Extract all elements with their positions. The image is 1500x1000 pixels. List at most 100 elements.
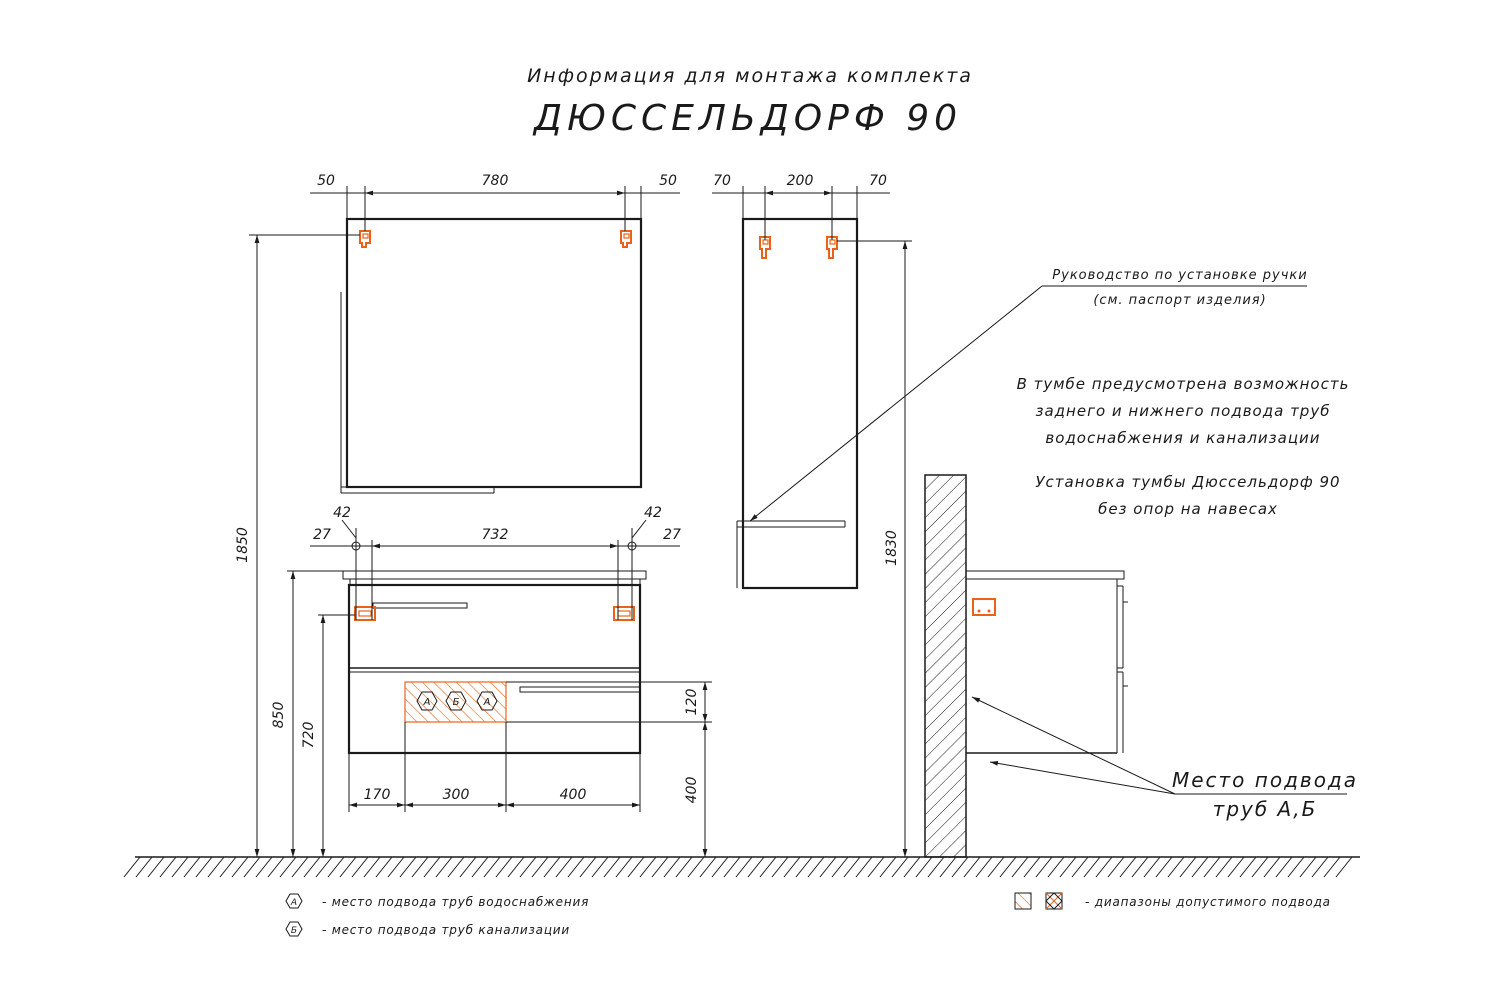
- floor-hatch-stroke: [1167, 856, 1185, 878]
- floor-hatch-stroke: [543, 856, 561, 878]
- floor-hatch-stroke: [1035, 856, 1053, 878]
- vanity-bottom-dimensions: 170 300 400: [348, 722, 641, 812]
- floor-hatch-stroke: [303, 856, 321, 878]
- floor-hatch-stroke: [1095, 856, 1113, 878]
- dim-mirror-width: 780: [482, 173, 509, 189]
- vanity-hanger-left-icon: [354, 606, 376, 621]
- dim-base-edge-right: 27: [663, 527, 681, 543]
- side-hanger-icon: [972, 598, 996, 616]
- floor-hatch-stroke: [951, 856, 969, 878]
- floor-hatch-stroke: [855, 856, 873, 878]
- dim-case-left: 70: [713, 173, 731, 189]
- tall-case: [736, 217, 859, 590]
- svg-text:А: А: [290, 898, 297, 908]
- handle-guide-note: Руководство по установке ручки (см. пасп…: [749, 268, 1307, 522]
- dim-mirror-left: 50: [317, 173, 335, 189]
- dim-bottom-400: 400: [560, 787, 587, 803]
- floor-hatch-stroke: [1335, 856, 1353, 878]
- floor-hatch-stroke: [867, 856, 885, 878]
- floor-hatch-stroke: [255, 856, 273, 878]
- floor-hatch-stroke: [1215, 856, 1233, 878]
- floor-hatch-stroke: [999, 856, 1017, 878]
- floor-hatch-stroke: [567, 856, 585, 878]
- floor-hatch-stroke: [963, 856, 981, 878]
- wall-section: [924, 474, 967, 858]
- floor-hatch-stroke: [327, 856, 345, 878]
- svg-text:А: А: [423, 697, 431, 708]
- legend-a: А - место подвода труб водоснабжения: [285, 893, 588, 909]
- floor-hatch-stroke: [399, 856, 417, 878]
- floor-hatch-stroke: [651, 856, 669, 878]
- svg-text:Место подвода: Место подвода: [1172, 768, 1358, 792]
- dim-height-total: 1850: [235, 527, 251, 563]
- svg-text:водоснабжения и канализации: водоснабжения и канализации: [1045, 429, 1320, 447]
- floor-hatch-stroke: [471, 856, 489, 878]
- floor-hatch-stroke: [699, 856, 717, 878]
- floor-hatch-stroke: [1131, 856, 1149, 878]
- pipe-place-note: Место подвода труб А,Б: [971, 696, 1358, 821]
- floor-hatch-stroke: [363, 856, 381, 878]
- dim-bottom-300: 300: [443, 787, 470, 803]
- floor-hatch-stroke: [1311, 856, 1329, 878]
- dim-case-right: 70: [869, 173, 887, 189]
- svg-text:Б: Б: [291, 926, 297, 936]
- floor-hatch-stroke: [447, 856, 465, 878]
- dim-height-case: 1830: [884, 530, 900, 566]
- floor-hatch-stroke: [1011, 856, 1029, 878]
- vanity-front: А Б А: [342, 570, 647, 755]
- pipe-zone: А Б А: [404, 681, 507, 723]
- floor-hatch-stroke: [351, 856, 369, 878]
- dim-mirror-right: 50: [659, 173, 677, 189]
- floor-hatch-stroke: [663, 856, 681, 878]
- floor-hatch-stroke: [819, 856, 837, 878]
- floor-hatch-stroke: [723, 856, 741, 878]
- svg-text:А: А: [483, 697, 491, 708]
- floor-hatch-stroke: [627, 856, 645, 878]
- floor-hatch-stroke: [1071, 856, 1089, 878]
- floor-hatch-stroke: [219, 856, 237, 878]
- mount-note: Установка тумбы Дюссельдорф 90 без опор …: [1035, 473, 1339, 518]
- pipe-height-dimensions: 120 400: [506, 681, 712, 857]
- svg-text:В тумбе предусмотрена возможно: В тумбе предусмотрена возможность: [1017, 375, 1350, 393]
- dim-bottom-170: 170: [364, 787, 391, 803]
- svg-text:(см. паспорт изделия): (см. паспорт изделия): [1093, 293, 1266, 308]
- dim-height-720: 720: [301, 722, 317, 749]
- floor-hatch-stroke: [1059, 856, 1077, 878]
- floor-hatch-stroke: [459, 856, 477, 878]
- floor-hatch-stroke: [375, 856, 393, 878]
- svg-text:без опор на навесах: без опор на навесах: [1098, 500, 1278, 518]
- floor-hatch-stroke: [171, 856, 189, 878]
- floor-hatch-stroke: [927, 856, 945, 878]
- floor-hatch-stroke: [1239, 856, 1257, 878]
- floor-hatch-stroke: [159, 856, 177, 878]
- floor-hatch-stroke: [807, 856, 825, 878]
- floor-hatch-stroke: [1191, 856, 1209, 878]
- floor-hatch-stroke: [1251, 856, 1269, 878]
- mirror-top-dimensions: 50 780 50: [310, 173, 680, 231]
- floor-hatch-stroke: [615, 856, 633, 878]
- floor-hatch-stroke: [603, 856, 621, 878]
- floor-hatch-stroke: [759, 856, 777, 878]
- floor-hatch-stroke: [891, 856, 909, 878]
- floor-hatch-stroke: [1275, 856, 1293, 878]
- floor-hatch-stroke: [1143, 856, 1161, 878]
- svg-text:- место подвода труб канализац: - место подвода труб канализации: [322, 923, 570, 937]
- floor-hatch-stroke: [507, 856, 525, 878]
- floor-hatch-stroke: [123, 856, 141, 878]
- floor-hatch-stroke: [183, 856, 201, 878]
- pipes-note: В тумбе предусмотрена возможность заднег…: [1017, 375, 1350, 447]
- dim-pipe-zone-height: 120: [684, 689, 700, 716]
- mirror-hanger-left-icon: [359, 230, 371, 248]
- floor-hatch-stroke: [639, 856, 657, 878]
- dim-base-offset-left: 42: [333, 505, 351, 521]
- floor-hatch-stroke: [411, 856, 429, 878]
- marker-b: Б: [445, 691, 467, 711]
- mirror: [340, 217, 643, 494]
- floor-hatch-stroke: [135, 856, 153, 878]
- floor-hatch-stroke: [1155, 856, 1173, 878]
- dim-base-offset-right: 42: [644, 505, 662, 521]
- floor-hatch-stroke: [519, 856, 537, 878]
- svg-text:Б: Б: [453, 697, 460, 708]
- floor-hatch-stroke: [1299, 856, 1317, 878]
- floor-hatch-stroke: [1203, 856, 1221, 878]
